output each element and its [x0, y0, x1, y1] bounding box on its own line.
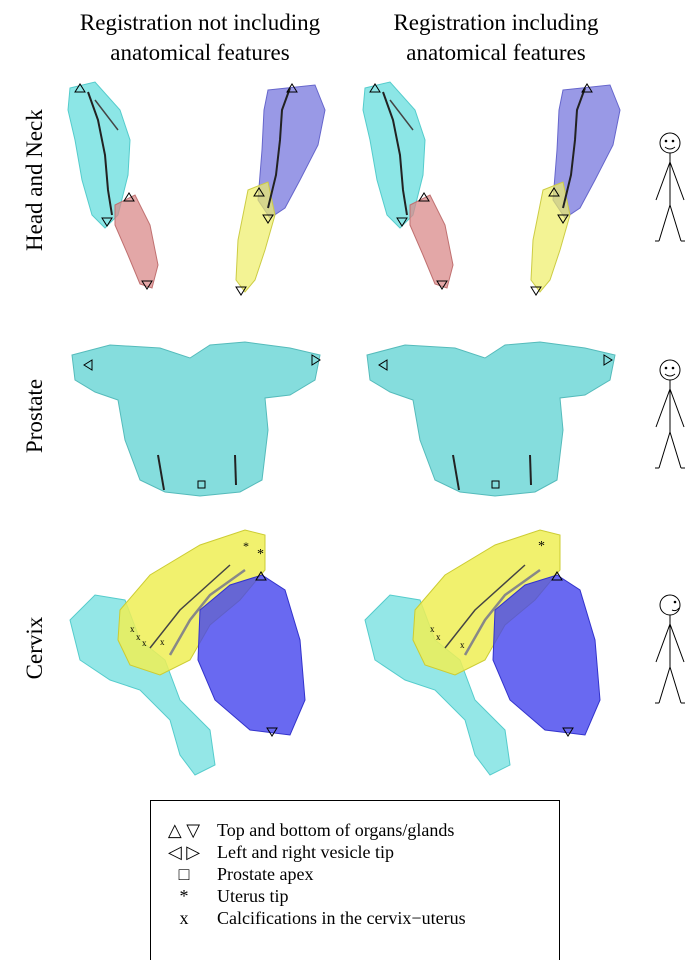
- legend-row: * Uterus tip: [151, 885, 561, 907]
- prostate-right-panel: [367, 342, 615, 496]
- legend-label: Prostate apex: [217, 863, 313, 885]
- triangle-left-right-icon: ◁ ▷: [159, 841, 209, 863]
- svg-text:*: *: [538, 539, 545, 554]
- svg-text:x: x: [436, 632, 441, 642]
- legend-row: □ Prostate apex: [151, 863, 561, 885]
- hn-left-registration-a: [68, 82, 158, 288]
- x-mark-icon: x: [159, 907, 209, 929]
- hn-left-registration-b: [236, 85, 325, 292]
- svg-text:x: x: [160, 637, 165, 647]
- svg-text:x: x: [460, 640, 465, 650]
- svg-text:x: x: [430, 624, 435, 634]
- legend-label: Top and bottom of organs/glands: [217, 819, 454, 841]
- triangle-up-down-icon: △ ▽: [159, 819, 209, 841]
- legend: △ ▽ Top and bottom of organs/glands ◁ ▷ …: [150, 800, 560, 960]
- stick-figure-prostate-icon: [655, 360, 685, 468]
- asterisk-icon: *: [159, 885, 209, 907]
- legend-row: △ ▽ Top and bottom of organs/glands: [151, 819, 561, 841]
- stick-figure-head-neck-icon: [655, 133, 685, 241]
- svg-text:x: x: [130, 624, 135, 634]
- hn-right-registration-a: [363, 82, 453, 288]
- legend-label: Left and right vesicle tip: [217, 841, 394, 863]
- svg-text:*: *: [243, 539, 249, 553]
- cervix-right-panel: [365, 530, 600, 775]
- svg-text:*: *: [257, 547, 264, 562]
- cervix-left-panel: [70, 530, 305, 775]
- svg-text:x: x: [136, 632, 141, 642]
- legend-row: ◁ ▷ Left and right vesicle tip: [151, 841, 561, 863]
- stick-figure-cervix-icon: [655, 595, 685, 703]
- hn-right-registration-b: [531, 85, 620, 292]
- legend-row: x Calcifications in the cervix−uterus: [151, 907, 561, 929]
- prostate-left-panel: [72, 342, 320, 496]
- legend-label: Calcifications in the cervix−uterus: [217, 907, 466, 929]
- figure-canvas: * * * x x x x x x x: [0, 0, 686, 800]
- legend-label: Uterus tip: [217, 885, 289, 907]
- svg-text:x: x: [142, 638, 147, 648]
- square-icon: □: [159, 863, 209, 885]
